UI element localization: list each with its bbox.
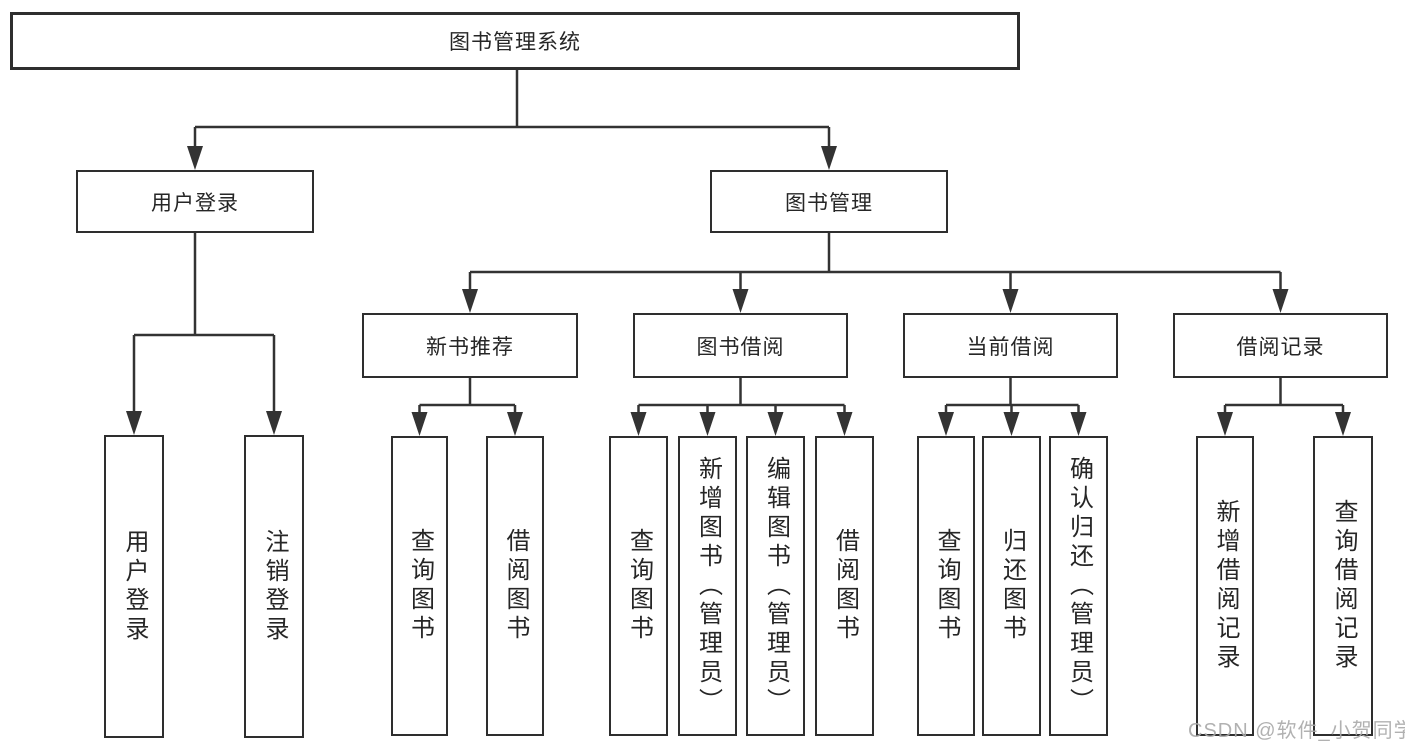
node-cb-confirm-return-admin-label: 确认归还（管理员）: [1065, 455, 1093, 717]
node-logout-label: 注销登录: [261, 528, 288, 645]
node-bb-edit-books-admin: 编辑图书（管理员）: [746, 436, 805, 736]
node-logout: 注销登录: [244, 435, 304, 738]
node-cb-return-books: 归还图书: [982, 436, 1041, 736]
node-bb-borrow-books: 借阅图书: [815, 436, 874, 736]
node-bb-add-books-admin: 新增图书（管理员）: [678, 436, 737, 736]
node-br-add-record-label: 新增借阅记录: [1212, 499, 1239, 673]
node-br-query-record-label: 查询借阅记录: [1330, 499, 1357, 673]
node-br-add-record: 新增借阅记录: [1196, 436, 1254, 736]
node-rec-query-books-label: 查询图书: [406, 528, 434, 644]
node-cb-query-books-label: 查询图书: [933, 528, 960, 644]
node-root: 图书管理系统: [10, 12, 1020, 70]
node-bb-add-books-admin-label: 新增图书（管理员）: [694, 455, 722, 717]
node-cb-return-books-label: 归还图书: [998, 528, 1026, 644]
node-br-query-record: 查询借阅记录: [1313, 436, 1373, 736]
node-user-login: 用户登录: [104, 435, 164, 738]
node-bb-query-books: 查询图书: [609, 436, 668, 736]
node-bb-query-books-label: 查询图书: [625, 528, 653, 644]
node-book-management: 图书管理: [710, 170, 948, 233]
node-current-borrowing: 当前借阅: [903, 313, 1118, 378]
node-cb-query-books: 查询图书: [917, 436, 975, 736]
node-rec-borrow-books-label: 借阅图书: [502, 528, 529, 644]
watermark-text: CSDN @软件_小贺同学: [1188, 720, 1405, 742]
node-new-book-recommend: 新书推荐: [362, 313, 578, 378]
node-borrowing-records: 借阅记录: [1173, 313, 1388, 378]
node-user-login-branch: 用户登录: [76, 170, 314, 233]
node-bb-borrow-books-label: 借阅图书: [831, 528, 859, 644]
node-rec-query-books: 查询图书: [391, 436, 448, 736]
node-rec-borrow-books: 借阅图书: [486, 436, 544, 736]
node-user-login-label: 用户登录: [121, 528, 148, 645]
node-cb-confirm-return-admin: 确认归还（管理员）: [1049, 436, 1108, 736]
node-book-borrowing: 图书借阅: [633, 313, 848, 378]
node-bb-edit-books-admin-label: 编辑图书（管理员）: [762, 455, 790, 717]
